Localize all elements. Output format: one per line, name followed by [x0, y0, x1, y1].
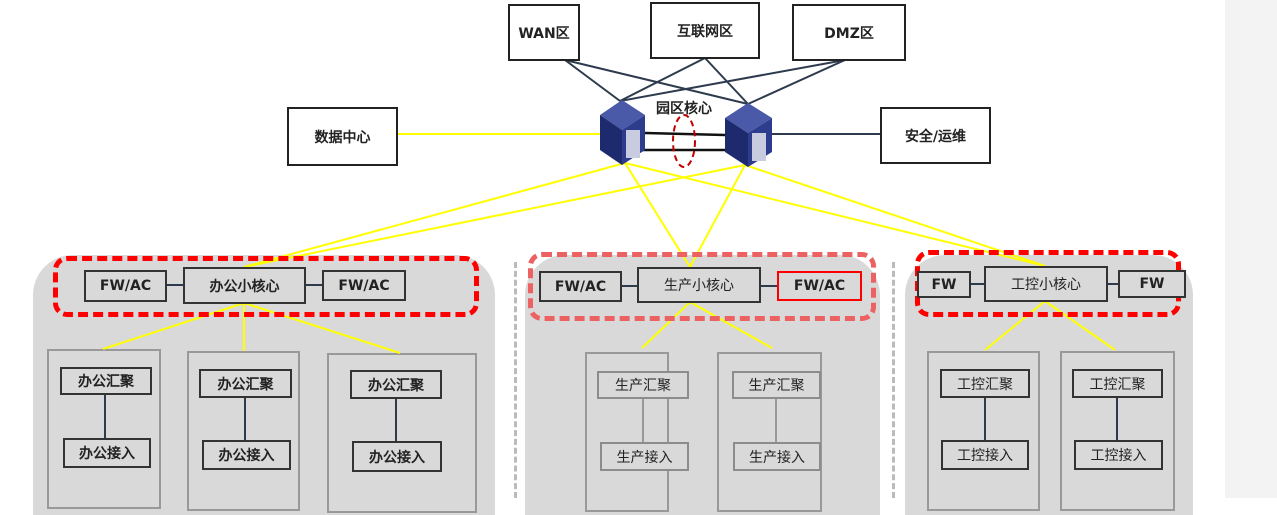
office-access[interactable]: 办公接入	[352, 441, 442, 472]
core-switch-right[interactable]	[725, 103, 772, 167]
production-access[interactable]: 生产接入	[733, 442, 821, 471]
industrial-access[interactable]: 工控接入	[1074, 440, 1163, 470]
stack-ellipse	[672, 114, 696, 168]
uplink	[984, 300, 1046, 351]
zone-separator	[514, 262, 517, 498]
dmz-zone-node[interactable]: DMZ区	[792, 4, 906, 61]
industrial-fw-left[interactable]: FW	[917, 271, 971, 298]
office-access[interactable]: 办公接入	[63, 438, 151, 468]
link	[619, 57, 706, 102]
internet-zone-node[interactable]: 互联网区	[650, 2, 760, 59]
link	[564, 59, 621, 102]
office-fw-left[interactable]: FW/AC	[84, 270, 167, 302]
industrial-access[interactable]: 工控接入	[941, 440, 1029, 470]
industrial-agg[interactable]: 工控汇聚	[1072, 369, 1163, 398]
industrial-core[interactable]: 工控小核心	[984, 266, 1108, 302]
wan-zone-node[interactable]: WAN区	[508, 4, 580, 61]
uplink	[243, 162, 626, 268]
core-link	[644, 131, 726, 137]
zone-separator	[892, 262, 895, 498]
uplink	[243, 302, 401, 354]
industrial-agg[interactable]: 工控汇聚	[940, 369, 1030, 398]
uplink	[624, 162, 1046, 267]
link	[619, 59, 846, 102]
core-label: 园区核心	[656, 101, 712, 117]
uplink	[243, 164, 746, 268]
uplink	[624, 162, 691, 268]
office-agg[interactable]: 办公汇聚	[350, 370, 442, 399]
uplink	[689, 164, 746, 268]
production-core[interactable]: 生产小核心	[637, 267, 761, 303]
uplink	[102, 302, 245, 350]
uplink	[689, 301, 773, 349]
office-fw-right[interactable]: FW/AC	[322, 270, 406, 301]
links	[102, 57, 1118, 442]
uplink	[1044, 300, 1116, 351]
office-core-group	[53, 256, 479, 317]
link	[747, 59, 846, 105]
production-agg[interactable]: 生产汇聚	[732, 371, 821, 399]
office-agg[interactable]: 办公汇聚	[60, 367, 152, 395]
uplink	[641, 301, 691, 349]
office-access[interactable]: 办公接入	[202, 440, 291, 470]
production-agg[interactable]: 生产汇聚	[597, 371, 689, 399]
industrial-fw-right[interactable]: FW	[1118, 270, 1186, 298]
production-access[interactable]: 生产接入	[600, 442, 689, 471]
production-fw-right[interactable]: FW/AC	[777, 271, 862, 301]
uplink	[744, 164, 1046, 267]
security-ops-node[interactable]: 安全/运维	[880, 107, 991, 164]
production-fw-left[interactable]: FW/AC	[539, 271, 622, 302]
datacenter-node[interactable]: 数据中心	[287, 107, 398, 166]
core-switch-left[interactable]	[600, 100, 645, 165]
production-core-group	[528, 252, 876, 321]
office-agg[interactable]: 办公汇聚	[199, 369, 292, 398]
right-scroll-strip	[1225, 0, 1277, 498]
office-core[interactable]: 办公小核心	[183, 267, 306, 304]
